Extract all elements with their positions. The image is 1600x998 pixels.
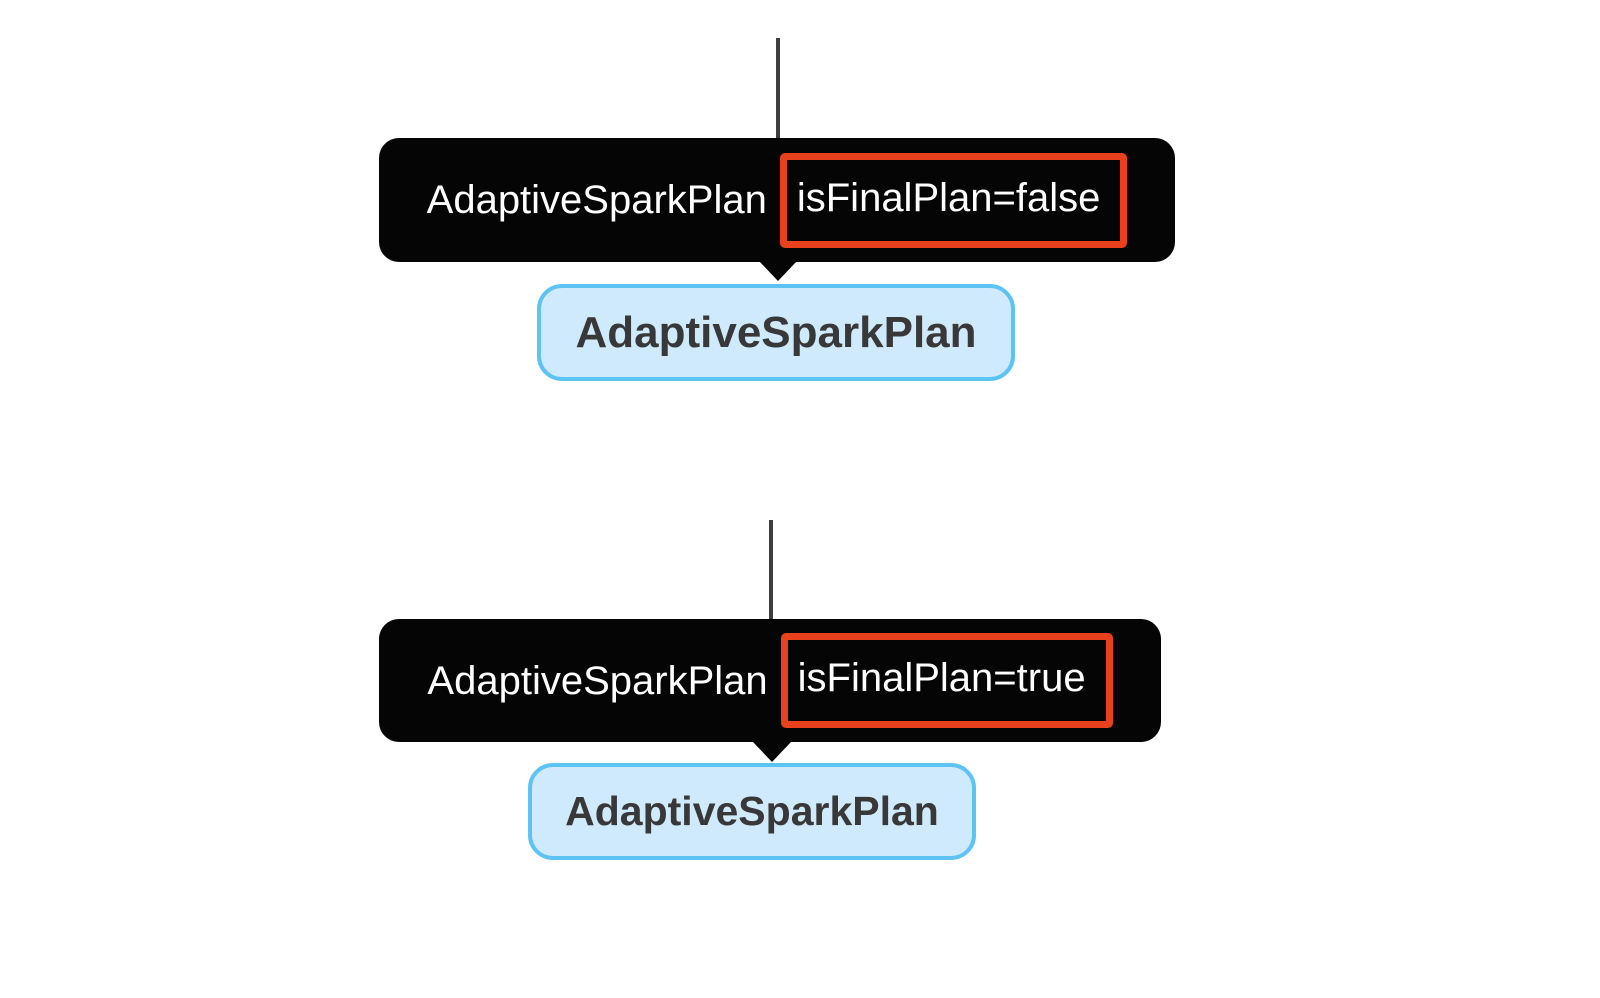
highlight-annotation-box: isFinalPlan=true <box>780 633 1113 728</box>
tooltip-operator-name: AdaptiveSparkPlan <box>427 658 768 703</box>
tooltip-highlight-text: isFinalPlan=true <box>797 656 1086 700</box>
tooltip-highlight-text: isFinalPlan=false <box>796 175 1101 220</box>
edge-line <box>769 520 773 619</box>
plan-node[interactable]: AdaptiveSparkPlan <box>528 763 976 860</box>
node-tooltip: AdaptiveSparkPlan isFinalPlan=false <box>379 138 1175 262</box>
plan-node[interactable]: AdaptiveSparkPlan <box>537 284 1015 381</box>
highlight-annotation-box: isFinalPlan=false <box>779 152 1128 248</box>
node-tooltip: AdaptiveSparkPlan isFinalPlan=true <box>379 619 1161 742</box>
tooltip-operator-name: AdaptiveSparkPlan <box>426 178 767 222</box>
edge-line <box>776 38 780 138</box>
plan-node-label: AdaptiveSparkPlan <box>565 788 939 834</box>
tooltip-arrow-icon <box>759 261 797 281</box>
plan-node-label: AdaptiveSparkPlan <box>575 307 977 357</box>
tooltip-arrow-icon <box>753 742 791 762</box>
